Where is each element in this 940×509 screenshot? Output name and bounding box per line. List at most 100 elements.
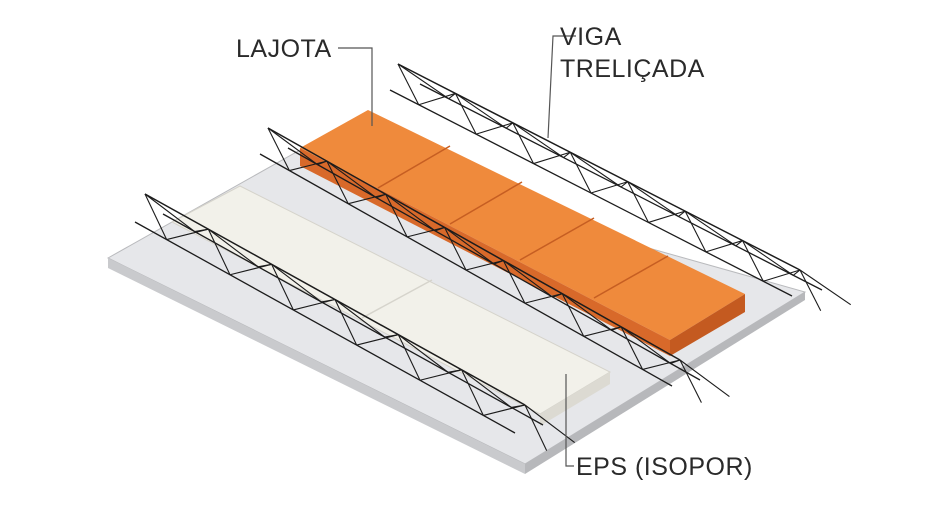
truss-front-diagonal [271, 263, 322, 303]
truss-middle-diagonal [267, 127, 318, 166]
truss-front-diagonal [398, 334, 449, 373]
truss-back-diagonal [475, 122, 514, 135]
truss-middle-diagonal [493, 260, 504, 265]
viga-label-line1: VIGA [560, 23, 622, 51]
eps-seam [361, 279, 433, 319]
truss-middle-diagonal [348, 193, 386, 205]
truss-back-diagonal [705, 240, 743, 253]
lajota-end [670, 294, 745, 356]
truss-middle-diagonal [444, 226, 495, 265]
truss-front-diagonal [461, 369, 484, 416]
viga-leader [547, 35, 576, 139]
truss-front-diagonal [208, 228, 259, 268]
truss-back-diagonal [512, 122, 535, 164]
truss-front-diagonal [384, 334, 399, 338]
truss-back-diagonal [799, 269, 852, 306]
truss-back-diagonal [569, 151, 622, 188]
truss-back-diagonal [620, 181, 629, 188]
truss-middle-diagonal [289, 160, 327, 172]
truss-middle-diagonal [385, 194, 408, 238]
truss-front-bottom-chord-b [162, 213, 544, 426]
truss-back-diagonal [763, 269, 801, 282]
truss-back-diagonal [678, 210, 686, 217]
truss-middle-diagonal [465, 260, 504, 271]
truss-back-diagonal [505, 122, 514, 129]
truss-front-bottom-chord-a [134, 221, 516, 434]
truss-front-diagonal [144, 193, 168, 240]
truss-middle-top-chord [267, 127, 681, 361]
truss-middle-diagonal [620, 326, 644, 370]
truss-back-diagonal [397, 63, 420, 105]
truss-back-diagonal [799, 269, 822, 311]
truss-front-diagonal [461, 369, 512, 408]
truss-back-diagonal [742, 240, 764, 282]
truss-back-diagonal [684, 210, 707, 253]
truss-middle-diagonal [502, 260, 526, 304]
truss-back-diagonal [735, 240, 743, 247]
truss-front-diagonal [397, 334, 421, 381]
truss-back-diagonal [512, 122, 564, 159]
truss-middle-diagonal [552, 293, 563, 298]
truss-middle-diagonal [444, 227, 467, 271]
truss-back-diagonal [684, 210, 737, 247]
truss-middle-diagonal [385, 193, 436, 232]
lajota-seams [377, 145, 669, 299]
truss-middle-diagonal [561, 293, 585, 337]
truss-front-diagonal [334, 299, 385, 338]
truss-front-diagonal [321, 298, 336, 303]
truss-front-diagonal [524, 404, 548, 451]
truss-front-diagonal [257, 263, 272, 268]
truss-middle-diagonal [670, 359, 681, 364]
truss-middle-diagonal [620, 326, 671, 364]
truss-middle-diagonal [583, 326, 622, 337]
truss-back-diagonal [569, 152, 592, 194]
truss-middle-diagonal [679, 359, 730, 398]
truss-back-diagonal [418, 92, 456, 106]
lajota-top [300, 110, 745, 340]
truss-back-diagonal [627, 181, 649, 223]
concrete-slab-side-right [525, 292, 805, 474]
lajota-label: LAJOTA [236, 35, 332, 63]
truss-front-diagonal [207, 228, 231, 275]
truss-group [134, 63, 852, 451]
truss-back-diagonal [448, 92, 456, 100]
truss-middle-diagonal [267, 127, 290, 171]
truss-middle-diagonal [561, 293, 613, 331]
truss-front-diagonal [447, 369, 462, 373]
eps-leader [565, 374, 574, 467]
truss-middle-diagonal [503, 260, 554, 298]
truss-front-diagonal [271, 264, 294, 311]
truss-middle-diagonal [326, 160, 377, 199]
truss-front-diagonal [194, 228, 209, 233]
truss-back-diagonal [563, 151, 571, 159]
truss-back-diagonal [627, 181, 679, 217]
truss-back-top-chord [397, 63, 801, 271]
truss-middle-diagonal [524, 293, 563, 304]
eps-side [540, 372, 610, 426]
truss-middle-diagonal [317, 160, 328, 166]
truss-back-diagonal [792, 269, 801, 276]
truss-back-diagonal [742, 240, 794, 276]
lajota-leader [338, 47, 373, 126]
truss-back-diagonal [454, 93, 477, 135]
truss-back-diagonal [397, 63, 450, 100]
truss-front-diagonal [511, 404, 526, 408]
truss-back-diagonal [455, 92, 507, 129]
truss-front-diagonal [334, 299, 358, 346]
truss-middle-diagonal [407, 226, 445, 238]
truss-middle-diagonal [326, 160, 349, 204]
truss-middle-diagonal [642, 359, 681, 370]
truss-middle-diagonal [376, 193, 386, 199]
eps-label: EPS (ISOPOR) [576, 453, 753, 481]
viga-label-line2: TRELIÇADA [560, 55, 705, 83]
truss-middle-diagonal [434, 226, 445, 232]
truss-back-diagonal [590, 181, 628, 194]
truss-middle-diagonal [611, 326, 622, 331]
lajota-front [300, 148, 670, 356]
truss-front-diagonal [144, 193, 195, 233]
truss-middle-diagonal [679, 359, 702, 403]
truss-back-diagonal [648, 210, 686, 223]
concrete-slab-side [108, 258, 525, 474]
